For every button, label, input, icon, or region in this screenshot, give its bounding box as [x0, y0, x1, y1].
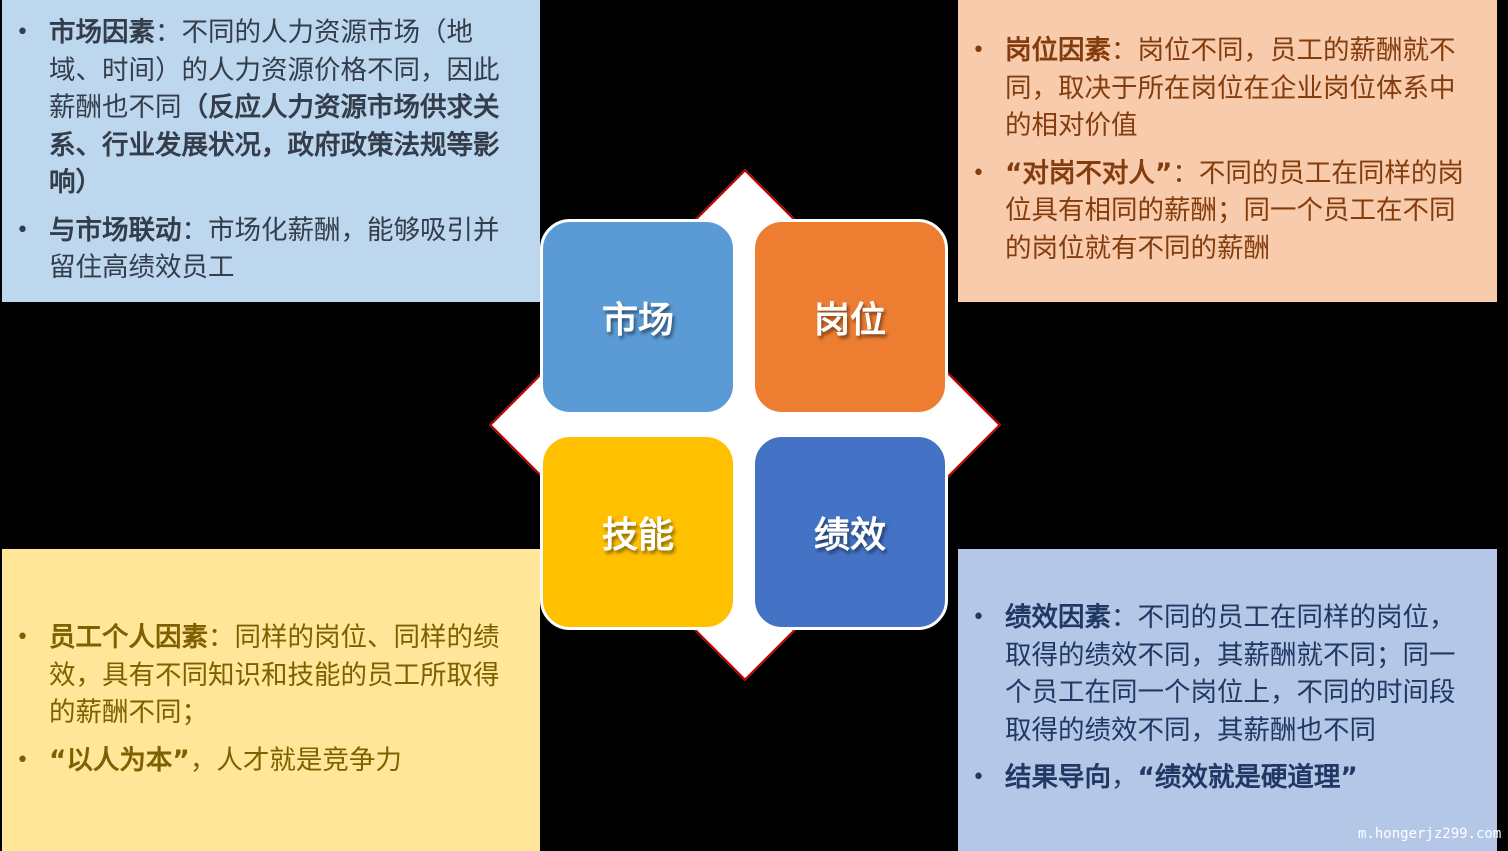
- factor-matrix: 市场 岗位 技能 绩效: [538, 217, 954, 635]
- performance-factor-panel: • 绩效因素：不同的员工在同样的岗位，取得的绩效不同，其薪酬就不同；同一个员工在同…: [958, 549, 1497, 851]
- position-factor-panel: • 岗位因素：岗位不同，员工的薪酬就不同，取决于所在岗位在企业岗位体系中的相对价值…: [958, 0, 1497, 302]
- bullet-icon: •: [972, 605, 985, 630]
- item-text: ：同样的岗位、同样的绩效，具有不同知识和技能的员工所取得的薪酬不同；: [49, 622, 500, 728]
- item-text: ：不同的员工在同样的岗位，取得的绩效不同，其薪酬就不同；同一个员工在同一个岗位上…: [1005, 602, 1456, 746]
- item-heading: 结果导向: [1005, 762, 1111, 793]
- watermark: m.hongerjz299.com: [1358, 826, 1502, 842]
- market-factor-item: • 市场因素：不同的人力资源市场（地域、时间）的人力资源价格不同，因此薪酬也不同（…: [2, 14, 540, 202]
- market-tile: 市场: [540, 219, 736, 415]
- performance-tile-label: 绩效: [813, 515, 886, 556]
- performance-tile: 绩效: [752, 434, 948, 630]
- item-heading: 与市场联动: [49, 214, 182, 246]
- market-linkage-item: • 与市场联动：市场化薪酬，能够吸引并留住高绩效员工: [2, 212, 540, 287]
- position-tile: 岗位: [752, 219, 948, 415]
- bullet-icon: •: [16, 747, 29, 773]
- performance-factor-item: • 绩效因素：不同的员工在同样的岗位，取得的绩效不同，其薪酬就不同；同一个员工在同…: [958, 599, 1497, 749]
- item-emphasis: “绩效就是硬道理”: [1137, 762, 1358, 793]
- position-not-person-item: • “对岗不对人”：不同的员工在同样的岗位具有相同的薪酬；同一个员工在不同的岗位就…: [958, 155, 1497, 268]
- position-factor-item: • 岗位因素：岗位不同，员工的薪酬就不同，取决于所在岗位在企业岗位体系中的相对价值: [958, 32, 1497, 145]
- item-heading: 绩效因素: [1005, 602, 1111, 633]
- item-text: ：不同的人力资源市场（地域、时间）的人力资源价格不同，因此薪酬也不同: [49, 17, 500, 123]
- position-tile-label: 岗位: [813, 300, 886, 341]
- skill-factor-panel: • 员工个人因素：同样的岗位、同样的绩效，具有不同知识和技能的员工所取得的薪酬不同…: [2, 549, 540, 851]
- item-text: ：岗位不同，员工的薪酬就不同，取决于所在岗位在企业岗位体系中的相对价值: [1005, 35, 1456, 141]
- skill-tile-label: 技能: [601, 515, 674, 556]
- item-text: ，人才就是竞争力: [189, 744, 402, 776]
- item-heading: “以人为本”: [49, 744, 190, 776]
- bullet-icon: •: [16, 217, 29, 243]
- item-heading: “对岗不对人”: [1005, 157, 1173, 189]
- bullet-icon: •: [972, 160, 985, 186]
- item-text: ：市场化薪酬，能够吸引并留住高绩效员工: [49, 214, 500, 284]
- individual-factor-item: • 员工个人因素：同样的岗位、同样的绩效，具有不同知识和技能的员工所取得的薪酬不同…: [2, 619, 540, 732]
- people-oriented-item: • “以人为本”，人才就是竞争力: [2, 742, 540, 780]
- item-heading: 岗位因素: [1005, 35, 1111, 66]
- bullet-icon: •: [972, 38, 985, 63]
- bullet-icon: •: [16, 20, 29, 45]
- item-text: ：不同的员工在同样的岗位具有相同的薪酬；同一个员工在不同的岗位就有不同的薪酬: [1005, 157, 1464, 264]
- skill-tile: 技能: [540, 434, 736, 630]
- item-heading: 市场因素: [49, 17, 155, 48]
- bullet-icon: •: [972, 765, 985, 790]
- item-heading: 员工个人因素: [49, 622, 208, 653]
- market-tile-label: 市场: [601, 300, 674, 341]
- item-text: ，: [1111, 762, 1138, 793]
- result-oriented-item: • 结果导向，“绩效就是硬道理”: [958, 759, 1497, 797]
- bullet-icon: •: [16, 625, 29, 650]
- item-emphasis: （反应人力资源市场供求关系、行业发展状况，政府政策法规等影响）: [49, 92, 500, 198]
- market-factor-panel: • 市场因素：不同的人力资源市场（地域、时间）的人力资源价格不同，因此薪酬也不同（…: [2, 0, 540, 302]
